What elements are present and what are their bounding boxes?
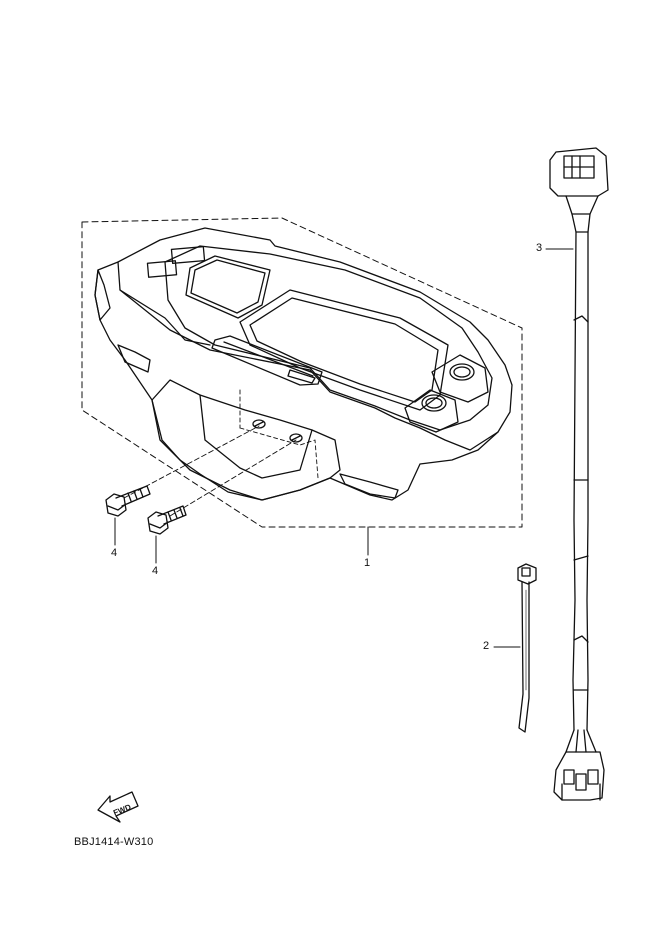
- wire-harness: [549, 147, 609, 801]
- document-code: BBJ1414-W310: [74, 836, 154, 848]
- button-lower: [421, 394, 447, 412]
- callout-2: 2: [483, 640, 490, 652]
- callout-4-right: 4: [152, 565, 159, 577]
- main-lcd: [239, 289, 449, 411]
- assembly-boundary: [81, 217, 523, 528]
- bolt-left: [105, 485, 151, 517]
- fwd-arrow-icon: [97, 791, 139, 823]
- square-display: [185, 255, 271, 319]
- cable-tie: [517, 563, 537, 733]
- callout-1: 1: [364, 557, 371, 569]
- indicator-window-small: [170, 245, 206, 265]
- callout-4-left: 4: [111, 547, 118, 559]
- bolt-right: [147, 505, 187, 535]
- button-upper: [449, 363, 475, 381]
- callout-3: 3: [536, 242, 543, 254]
- meter-assembly: [94, 227, 513, 501]
